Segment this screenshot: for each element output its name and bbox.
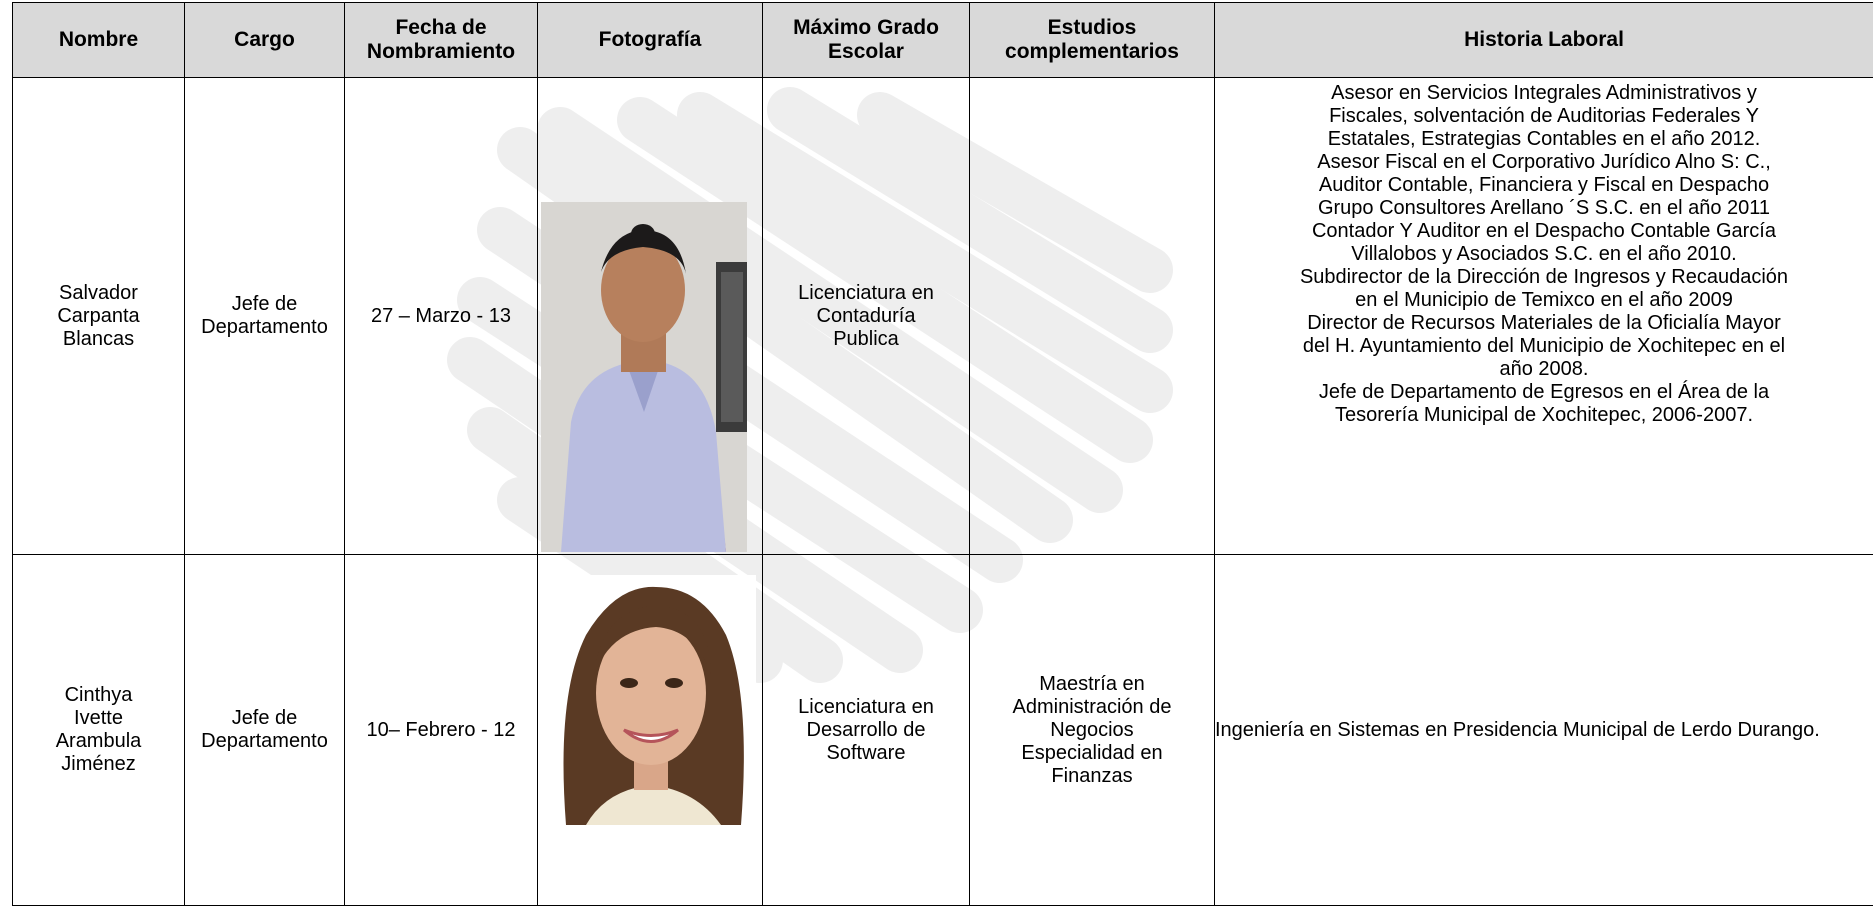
header-nombre: Nombre bbox=[13, 3, 185, 78]
cell-estudios bbox=[970, 78, 1215, 555]
historia-line: Villalobos y Asociados S.C. en el año 20… bbox=[1215, 243, 1873, 266]
header-grado: Máximo Grado Escolar bbox=[763, 3, 970, 78]
portrait-photo bbox=[546, 575, 756, 825]
historia-line: Ingeniería en Sistemas en Presidencia Mu… bbox=[1215, 719, 1873, 742]
nombre-text: Salvador Carpanta Blancas bbox=[44, 282, 154, 351]
historia-line: en el Municipio de Temixco en el año 200… bbox=[1215, 289, 1873, 312]
historia-line: Estatales, Estrategias Contables en el a… bbox=[1215, 128, 1873, 151]
header-row: Nombre Cargo Fecha de Nombramiento Fotog… bbox=[13, 3, 1873, 78]
cell-fecha: 27 – Marzo - 13 bbox=[345, 78, 538, 555]
cargo-text: Jefe de Departamento bbox=[195, 707, 335, 753]
historia-line: Auditor Contable, Financiera y Fiscal en… bbox=[1215, 174, 1873, 197]
historia-line: Contador Y Auditor en el Despacho Contab… bbox=[1215, 220, 1873, 243]
grado-text: Licenciatura en Contaduría Publica bbox=[781, 282, 951, 351]
historia-line: año 2008. bbox=[1215, 358, 1873, 381]
cell-fecha: 10– Febrero - 12 bbox=[345, 555, 538, 906]
portrait-photo bbox=[541, 202, 747, 552]
nombre-text: Cinthya Ivette Arambula Jiménez bbox=[49, 684, 149, 776]
header-fotografia: Fotografía bbox=[538, 3, 763, 78]
header-fecha-label: Fecha de Nombramiento bbox=[356, 16, 526, 64]
estudios-text: Maestría en Administración de Negocios E… bbox=[992, 673, 1192, 788]
cell-historia: Asesor en Servicios Integrales Administr… bbox=[1215, 78, 1873, 555]
cell-historia: Ingeniería en Sistemas en Presidencia Mu… bbox=[1215, 555, 1873, 906]
historia-line: Tesorería Municipal de Xochitepec, 2006-… bbox=[1215, 404, 1873, 427]
cell-grado: Licenciatura en Contaduría Publica bbox=[763, 78, 970, 555]
header-historia: Historia Laboral bbox=[1215, 3, 1873, 78]
historia-line: Asesor Fiscal en el Corporativo Jurídico… bbox=[1215, 151, 1873, 174]
cell-fotografia bbox=[538, 555, 763, 906]
header-grado-label: Máximo Grado Escolar bbox=[781, 16, 951, 64]
historia-line: Fiscales, solventación de Auditorias Fed… bbox=[1215, 105, 1873, 128]
grado-text: Licenciatura en Desarrollo de Software bbox=[781, 696, 951, 765]
historia-line: Grupo Consultores Arellano ´S S.C. en el… bbox=[1215, 197, 1873, 220]
historia-line: Asesor en Servicios Integrales Administr… bbox=[1215, 82, 1873, 105]
header-cargo: Cargo bbox=[185, 3, 345, 78]
header-fecha: Fecha de Nombramiento bbox=[345, 3, 538, 78]
cell-cargo: Jefe de Departamento bbox=[185, 555, 345, 906]
staff-table: Nombre Cargo Fecha de Nombramiento Fotog… bbox=[12, 2, 1873, 906]
historia-line: Director de Recursos Materiales de la Of… bbox=[1215, 312, 1873, 335]
cell-estudios: Maestría en Administración de Negocios E… bbox=[970, 555, 1215, 906]
header-estudios-label: Estudios complementarios bbox=[992, 16, 1192, 64]
table-row: Cinthya Ivette Arambula Jiménez Jefe de … bbox=[13, 555, 1873, 906]
cell-nombre: Salvador Carpanta Blancas bbox=[13, 78, 185, 555]
cell-grado: Licenciatura en Desarrollo de Software bbox=[763, 555, 970, 906]
table-row: Salvador Carpanta Blancas Jefe de Depart… bbox=[13, 78, 1873, 555]
cell-nombre: Cinthya Ivette Arambula Jiménez bbox=[13, 555, 185, 906]
cell-cargo: Jefe de Departamento bbox=[185, 78, 345, 555]
header-estudios: Estudios complementarios bbox=[970, 3, 1215, 78]
cell-fotografia bbox=[538, 78, 763, 555]
cargo-text: Jefe de Departamento bbox=[195, 293, 335, 339]
historia-line: del H. Ayuntamiento del Municipio de Xoc… bbox=[1215, 335, 1873, 358]
historia-line: Jefe de Departamento de Egresos en el Ár… bbox=[1215, 381, 1873, 404]
historia-line: Subdirector de la Dirección de Ingresos … bbox=[1215, 266, 1873, 289]
